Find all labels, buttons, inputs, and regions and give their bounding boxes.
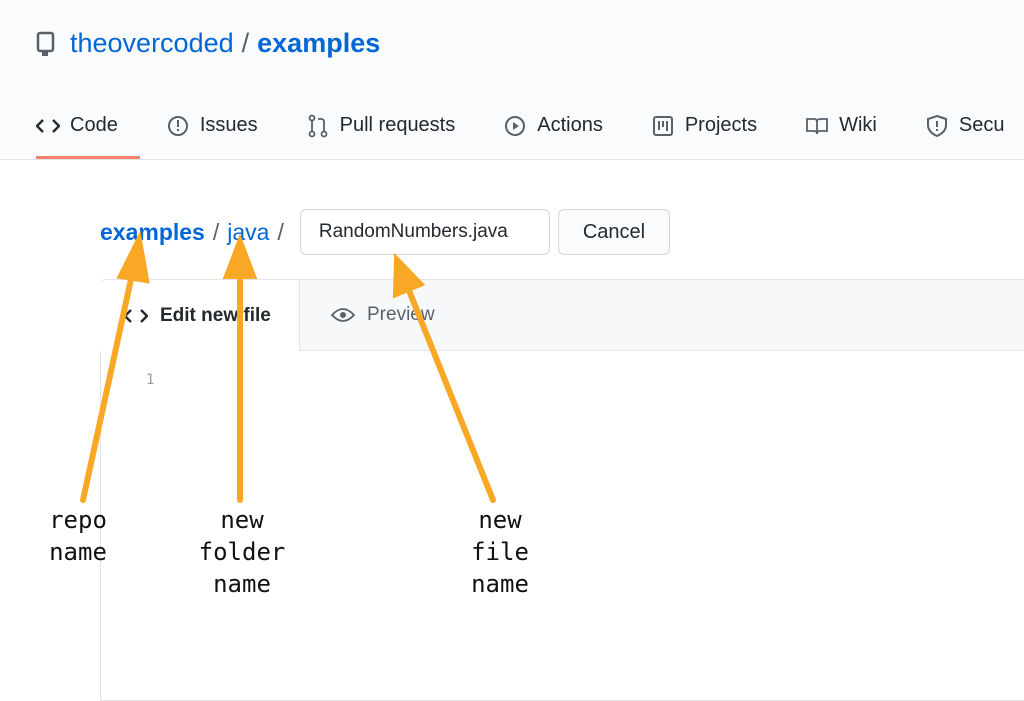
tab-label: Edit new file [160,304,271,326]
editor-tabs: Edit new file Preview [100,280,1024,351]
filename-input[interactable] [299,209,550,255]
tab-preview[interactable]: Preview [331,280,435,350]
cancel-button[interactable]: Cancel [557,209,671,255]
issue-icon [166,114,190,138]
breadcrumb-separator: / [277,218,284,245]
tab-security[interactable]: Secu [925,100,1005,159]
tab-pull-requests[interactable]: Pull requests [306,100,456,159]
line-number: 1 [146,372,155,388]
repo-icon [36,31,58,57]
file-editor: Edit new file Preview 1 [100,279,1024,701]
annotation-file-name: new file name [471,506,529,598]
pull-request-icon [306,114,330,138]
book-icon [805,114,829,138]
breadcrumb: examples / java / Cancel [100,208,671,256]
repo-title: theovercoded / examples [36,28,380,59]
tab-label: Projects [684,114,758,136]
tab-label: Issues [199,114,258,136]
play-icon [503,114,527,138]
tab-actions[interactable]: Actions [503,100,603,159]
code-icon [124,304,148,328]
breadcrumb-folder-link[interactable]: java [227,218,270,245]
breadcrumb-repo-link[interactable]: examples [100,218,205,245]
eye-icon [331,303,355,327]
annotation-repo-name: repo name [49,506,107,566]
repo-nav-tabs: Code Issues Pull requests Actions Projec… [36,100,1024,159]
tab-label: Preview [367,304,435,325]
tab-label: Wiki [839,114,877,136]
tab-label: Code [70,114,118,136]
tab-issues[interactable]: Issues [166,100,258,159]
repo-link[interactable]: examples [257,28,381,58]
tab-wiki[interactable]: Wiki [805,100,877,159]
tab-label: Pull requests [339,114,456,136]
annotation-folder-name: new folder name [198,506,286,598]
code-icon [36,114,60,138]
tab-edit-new-file[interactable]: Edit new file [100,280,300,351]
tab-label: Secu [958,114,1005,136]
tab-label: Actions [537,114,603,136]
project-icon [651,114,675,138]
tab-code[interactable]: Code [36,100,140,159]
title-separator: / [241,28,250,58]
tab-projects[interactable]: Projects [651,100,757,159]
owner-link[interactable]: theovercoded [70,28,234,58]
breadcrumb-separator: / [212,218,220,245]
shield-icon [925,114,949,138]
repo-header: theovercoded / examples Code Issues Pull… [0,0,1024,160]
